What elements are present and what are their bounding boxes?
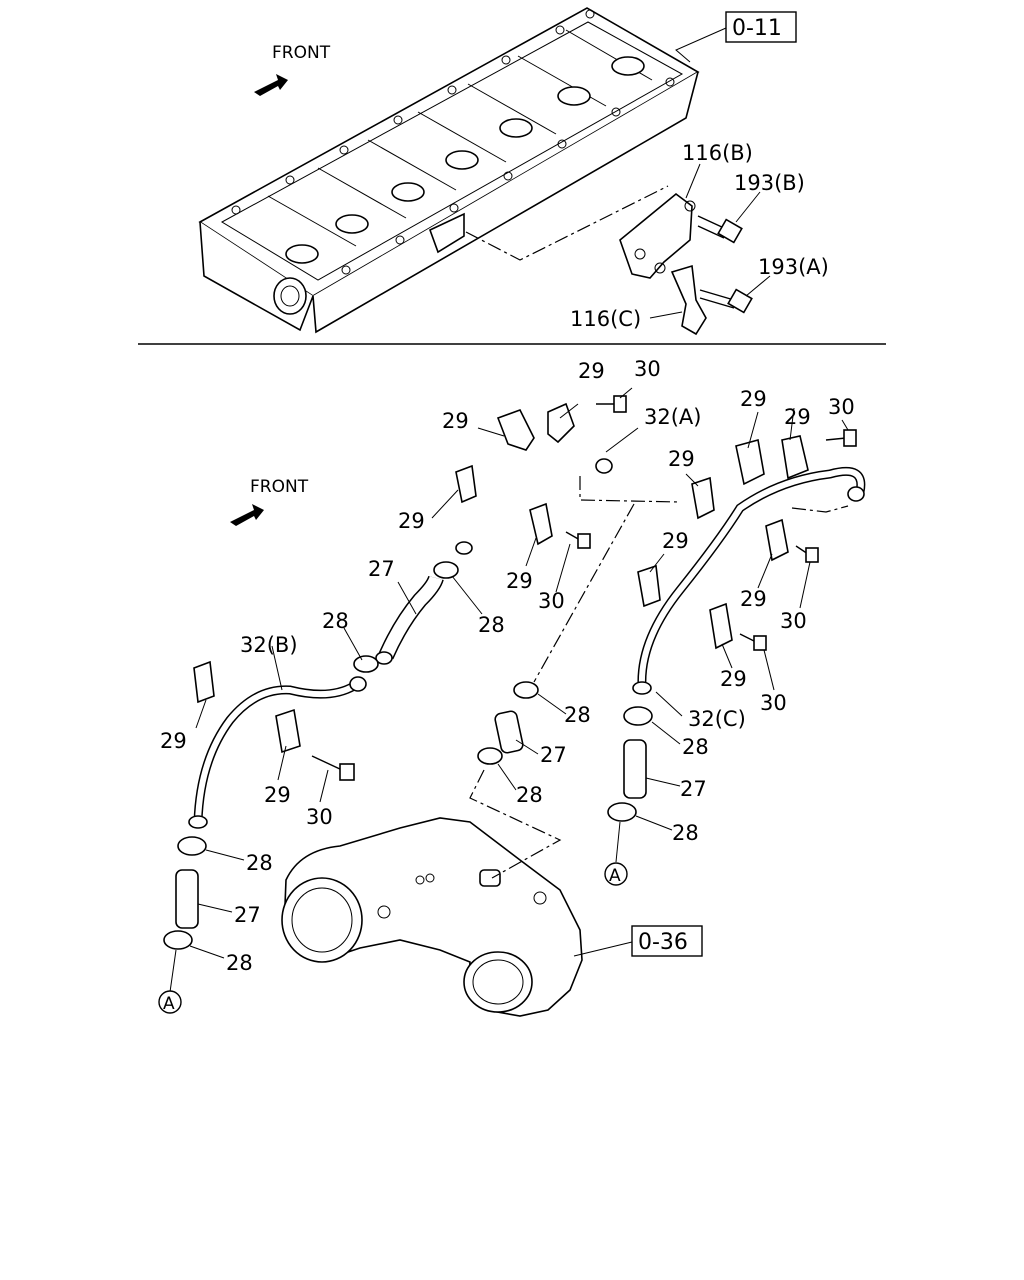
label-30: 30 [538,589,565,613]
front-label-top: FRONT [272,43,331,63]
label-116b: 116(B) [682,141,753,165]
band-shapes [163,561,653,950]
label-29: 29 [662,529,689,553]
label-30: 30 [780,609,807,633]
label-27: 27 [368,557,395,581]
pipe-32a-drawing [455,446,613,555]
svg-text:A: A [609,866,621,886]
bolt-shapes [311,395,857,781]
ref-box-top[interactable]: 0-11 [725,11,797,43]
label-29: 29 [784,405,811,429]
clamp-shapes [193,402,809,754]
label-29: 29 [442,409,469,433]
label-29: 29 [398,509,425,533]
label-30: 30 [760,691,787,715]
bracket-assembly-drawing [619,192,753,336]
label-30: 30 [828,395,855,419]
pipe-32c-drawing [632,466,866,695]
label-30: 30 [306,805,333,829]
label-28: 28 [682,735,709,759]
pipe-32b-drawing [188,676,367,829]
front-arrow-top-icon [254,74,288,96]
label-28: 28 [672,821,699,845]
front-label-bottom: FRONT [250,477,309,497]
label-193a: 193(A) [758,255,829,279]
ref-top-label: 0-11 [732,16,782,41]
label-29: 29 [668,447,695,471]
label-28: 28 [516,783,543,807]
thermostat-housing-drawing [281,817,583,1017]
label-29: 29 [740,587,767,611]
label-32c: 32(C) [688,707,746,731]
label-27: 27 [540,743,567,767]
label-32a: 32(A) [644,405,701,429]
connector-a-right: A [604,862,628,886]
svg-text:A: A [163,994,175,1014]
bottom-leader-lines [169,387,849,993]
label-29: 29 [264,783,291,807]
front-arrow-bottom-icon [230,504,264,526]
label-28: 28 [322,609,349,633]
ref-bottom-label: 0-36 [638,930,688,955]
label-29: 29 [578,359,605,383]
top-leader-lines [649,27,771,319]
label-30: 30 [634,357,661,381]
label-27: 27 [234,903,261,927]
connector-a-left: A [158,990,182,1014]
label-27: 27 [680,777,707,801]
label-28: 28 [226,951,253,975]
label-29: 29 [506,569,533,593]
label-29: 29 [160,729,187,753]
label-28: 28 [478,613,505,637]
cylinder-head-drawing [198,7,700,334]
ref-box-bottom[interactable]: 0-36 [631,925,703,957]
label-116c: 116(C) [570,307,641,331]
label-32b: 32(B) [240,633,298,657]
label-29: 29 [720,667,747,691]
label-28: 28 [246,851,273,875]
short-hose-shapes [175,710,647,929]
label-29: 29 [740,387,767,411]
hose-27-centre-drawing [375,575,444,665]
label-193b: 193(B) [734,171,805,195]
label-28: 28 [564,703,591,727]
